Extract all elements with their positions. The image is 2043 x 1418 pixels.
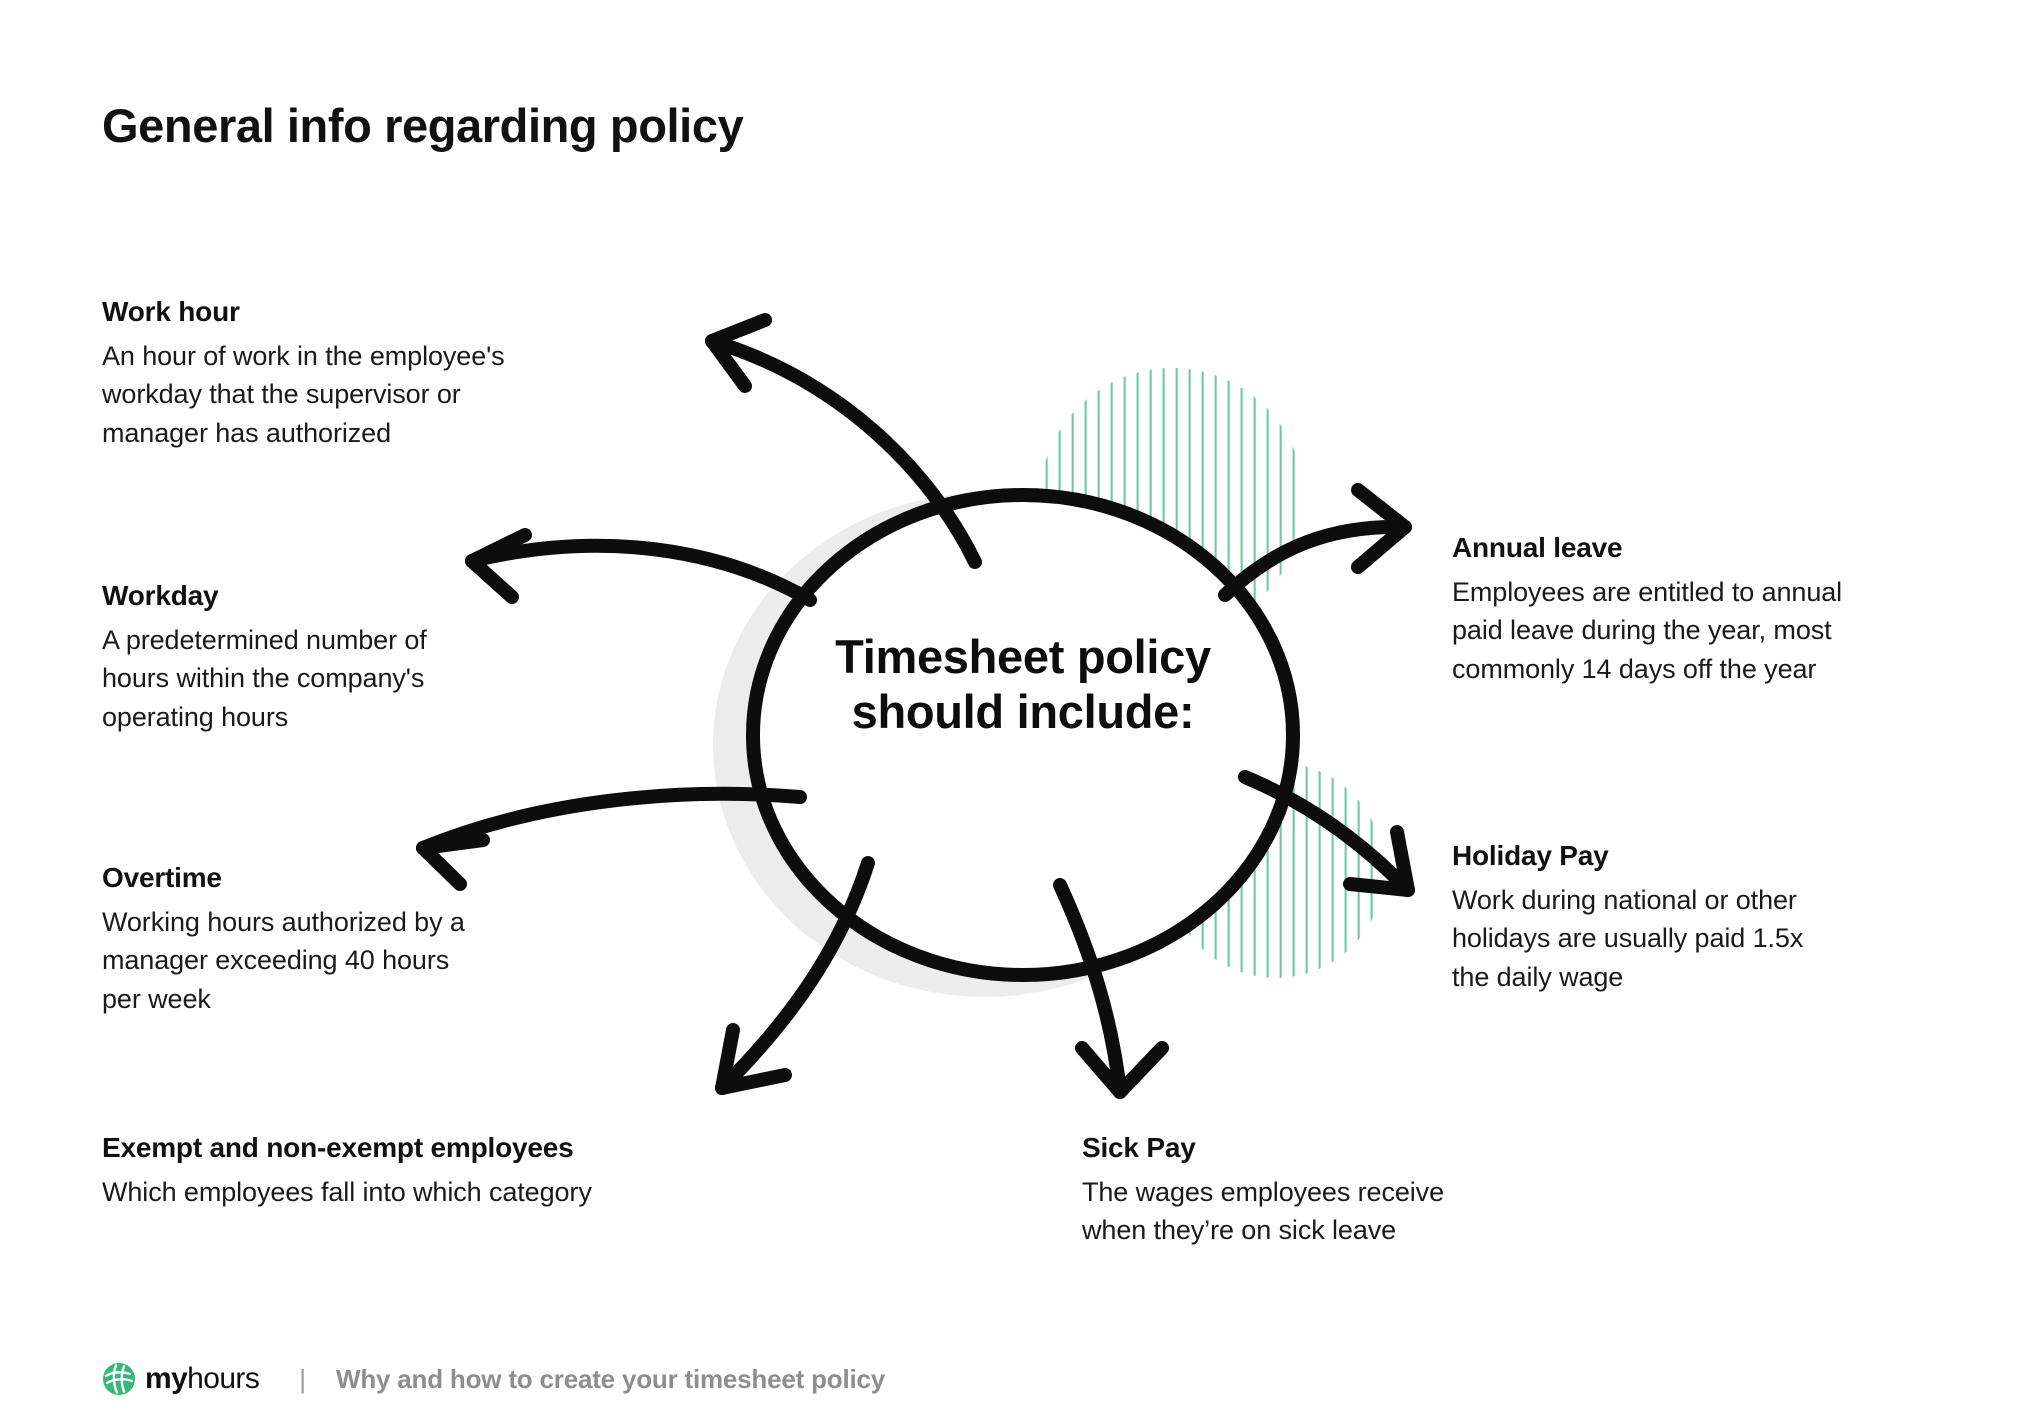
arrow-to-holiday-pay	[1238, 770, 1415, 897]
callout-holiday-pay: Holiday Pay Work during national or othe…	[1452, 840, 1803, 996]
center-circle-outline	[745, 487, 1301, 983]
callout-workday: Workday A predetermined number of hours …	[102, 580, 427, 736]
myhours-wordmark: myhours	[145, 1362, 260, 1396]
callout-heading-work-hour: Work hour	[102, 296, 240, 333]
footer-caption: Why and how to create your timesheet pol…	[335, 1363, 886, 1394]
logo-text-my: my	[145, 1362, 188, 1395]
callout-heading-sick-pay: Sick Pay	[1082, 1132, 1196, 1169]
callout-body-workday: A predetermined number of hours within t…	[102, 625, 427, 732]
callout-annual-leave: Annual leave Employees are entitled to a…	[1452, 532, 1842, 688]
arrow-to-overtime	[416, 786, 807, 891]
myhours-swirl-logo-icon	[103, 1363, 135, 1395]
logo-text-hours: hours	[187, 1362, 260, 1395]
footer: myhours | Why and how to create your tim…	[102, 1362, 885, 1396]
callout-heading-exempt-employees: Exempt and non-exempt employees	[102, 1132, 574, 1169]
center-circle-label: Timesheet policy should include:	[835, 630, 1211, 738]
callout-heading-holiday-pay: Holiday Pay	[1452, 840, 1609, 877]
center-circle-fill	[753, 495, 1293, 975]
callout-overtime: Overtime Working hours authorized by a m…	[102, 862, 465, 1018]
callout-body-work-hour: An hour of work in the employee's workda…	[102, 341, 505, 448]
arrow-to-exempt	[715, 856, 875, 1095]
callout-heading-annual-leave: Annual leave	[1452, 532, 1623, 569]
arrow-to-work-hour	[705, 313, 982, 569]
page-title: General info regarding policy	[102, 99, 744, 152]
callout-heading-workday: Workday	[102, 580, 219, 617]
callout-body-annual-leave: Employees are entitled to annual paid le…	[1452, 577, 1843, 684]
arrow-to-workday	[465, 528, 817, 607]
arrow-to-sick-pay	[1053, 878, 1169, 1099]
callout-body-sick-pay: The wages employees receive when they’re…	[1082, 1177, 1444, 1246]
callout-body-overtime: Working hours authorized by a manager ex…	[102, 907, 465, 1014]
callout-work-hour: Work hour An hour of work in the employe…	[102, 296, 505, 452]
callout-body-holiday-pay: Work during national or other holidays a…	[1452, 885, 1804, 992]
callout-exempt-employees: Exempt and non-exempt employees Which em…	[102, 1132, 592, 1211]
footer-divider: |	[299, 1363, 306, 1394]
arrow-to-annual-leave	[1218, 483, 1412, 602]
callout-sick-pay: Sick Pay The wages employees receive whe…	[1082, 1132, 1444, 1250]
callout-heading-overtime: Overtime	[102, 862, 222, 899]
callout-body-exempt-employees: Which employees fall into which category	[102, 1177, 592, 1207]
